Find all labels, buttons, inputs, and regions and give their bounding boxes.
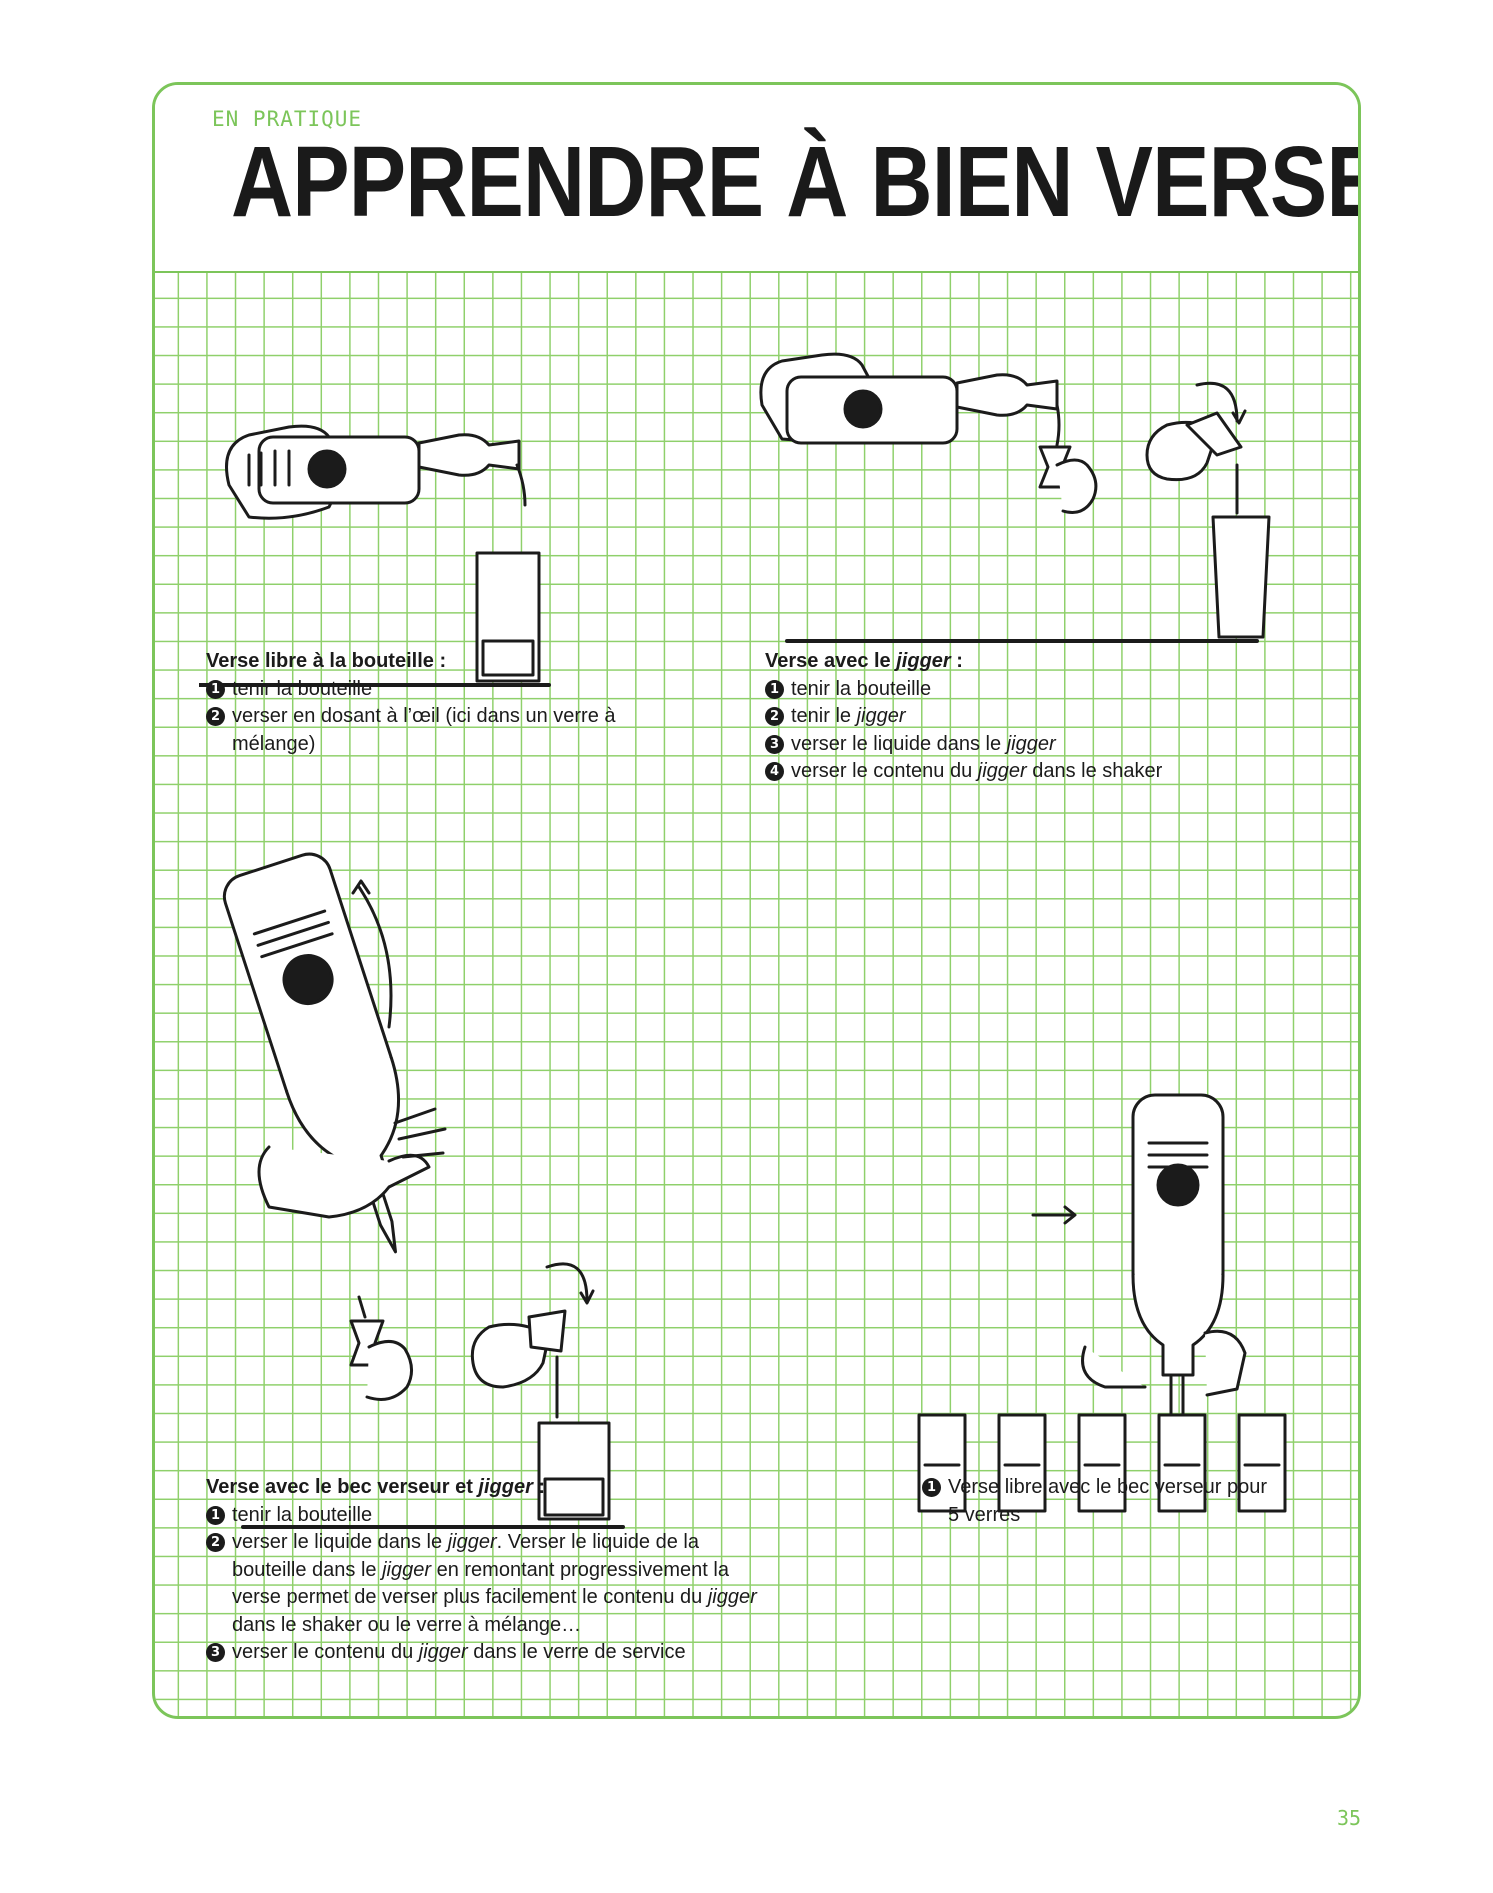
section-free-pour: Verse libre à la bouteille : 1 tenir la b… [206,648,666,758]
step-number-icon: 2 [206,707,225,726]
page-number: 35 [1337,1806,1362,1830]
heading-text: Verse avec le [765,650,897,672]
section-jigger: Verse avec le jigger : 1 tenir la bouteil… [765,648,1325,786]
heading-text: Verse avec le bec verseur et [206,1476,479,1498]
step-emphasis: jigger [977,760,1027,782]
step-text: en remontant progressivement la verse pe… [232,1558,729,1609]
heading-emphasis: jigger [478,1476,533,1498]
heading-text: Verse libre à la bouteille : [206,650,447,672]
step-emphasis: jigger [382,1558,432,1581]
section-five-glasses: 1 Verse libre avec le bec verseur pour 5 … [922,1474,1282,1529]
section-heading: Verse libre à la bouteille : [206,648,666,676]
step-item: 1 tenir la bouteille [206,1502,766,1530]
step-number-icon: 3 [765,734,784,754]
section-kicker: EN PRATIQUE [212,107,363,131]
step-item: 3 verser le liquide dans le jigger [765,731,1325,759]
step-text: dans le shaker ou le verre à mélange… [232,1613,582,1636]
heading-suffix: : [950,650,963,672]
step-text: verser le liquide dans le [791,732,1007,755]
step-text: verser le contenu du [232,1641,419,1663]
steps-list: 1 tenir la bouteille 2 tenir le jigger 3 ve… [765,676,1325,786]
step-emphasis: jigger [856,705,906,727]
steps-list: 1 Verse libre avec le bec verseur pour 5 … [922,1474,1282,1529]
step-emphasis: jigger [707,1586,757,1608]
step-text: tenir la bouteille [232,1503,373,1526]
step-text: Verse libre avec le bec verseur pour 5 v… [948,1476,1268,1526]
step-item: 1 tenir la bouteille [765,676,1325,704]
step-text: verser en dosant à l’œil (ici dans un ve… [232,705,616,755]
step-text: tenir le [791,705,857,727]
step-text-suffix: dans le shaker [1026,760,1163,782]
step-number-icon: 1 [206,1505,225,1525]
step-item: 1 tenir la bouteille [206,676,666,704]
heading-emphasis: jigger [896,650,951,672]
step-item: 2 tenir le jigger [765,703,1325,731]
heading-suffix: : [532,1476,546,1498]
page-frame: EN PRATIQUE APPRENDRE À BIEN VERSER [152,82,1361,1719]
step-emphasis: jigger [1006,732,1056,755]
page-title: APPRENDRE À BIEN VERSER [231,126,1361,238]
illustration-spout-five-glasses [905,1085,1325,1525]
step-emphasis: jigger [447,1531,497,1553]
step-text: verser le liquide dans le [232,1531,448,1553]
step-emphasis: jigger [418,1641,468,1663]
section-heading: Verse avec le bec verseur et jigger : [206,1474,766,1502]
step-number-icon: 2 [206,1533,225,1552]
step-text: tenir la bouteille [232,677,373,700]
section-heading: Verse avec le jigger : [765,648,1325,676]
illustration-free-pour-bottle [199,365,619,695]
step-item: 2 verser en dosant à l’œil (ici dans un v… [206,703,666,758]
step-number-icon: 2 [765,707,784,726]
step-text-suffix: dans le verre de service [467,1641,686,1663]
header: EN PRATIQUE APPRENDRE À BIEN VERSER [155,85,1358,271]
step-number-icon: 1 [922,1478,941,1497]
step-number-icon: 3 [206,1643,225,1662]
step-number-icon: 1 [765,679,784,699]
illustration-jigger-pour [757,325,1277,705]
steps-list: 1 tenir la bouteille 2 verser le liquide d… [206,1502,766,1667]
step-item: 1 Verse libre avec le bec verseur pour 5 … [922,1474,1282,1529]
step-item: 4 verser le contenu du jigger dans le sha… [765,758,1325,786]
step-text: tenir la bouteille [791,677,932,700]
step-number-icon: 1 [206,679,225,699]
illustration-spout-and-jigger [199,847,799,1537]
step-item: 3 verser le contenu du jigger dans le ver… [206,1639,766,1667]
steps-list: 1 tenir la bouteille 2 verser en dosant à … [206,676,666,759]
step-text: verser le contenu du [791,760,978,782]
step-number-icon: 4 [765,762,784,781]
step-text: . Verser le liquide de la bouteille dans… [232,1531,699,1581]
